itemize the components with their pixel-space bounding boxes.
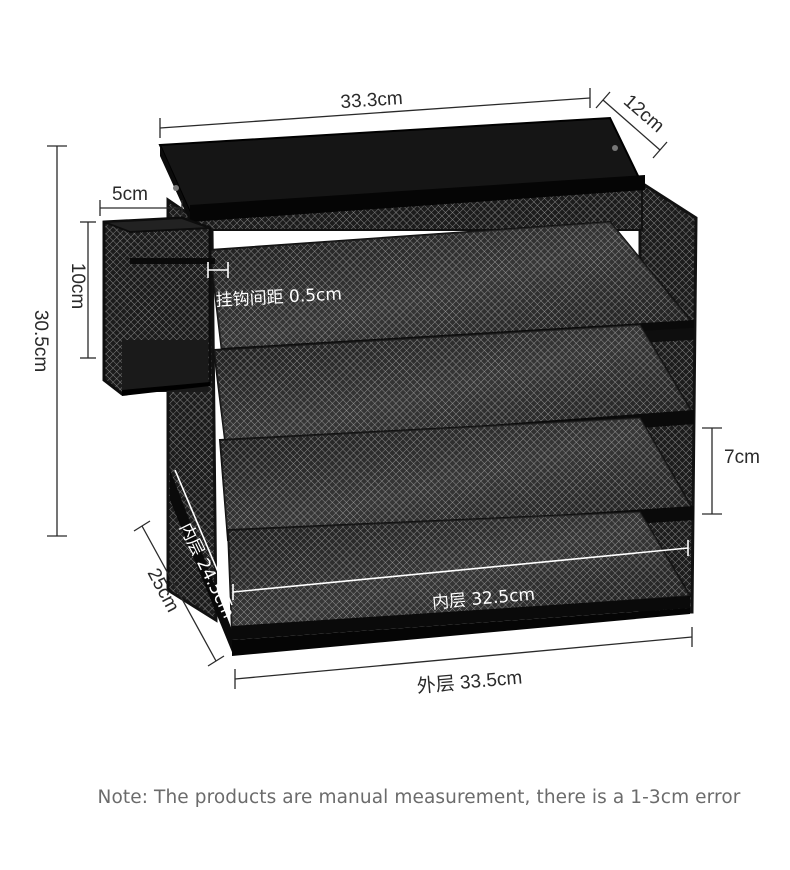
top-width-label: 33.3cm xyxy=(340,88,404,113)
hook-bar xyxy=(130,258,215,264)
tier-height-label: 7cm xyxy=(724,447,760,468)
tray-3 xyxy=(218,416,694,552)
holder-height-label: 10cm xyxy=(67,263,88,309)
depth-top-label: 12cm xyxy=(619,91,668,137)
total-height-label: 30.5cm xyxy=(30,310,51,372)
inner-dimension-lines xyxy=(174,262,689,606)
outer-width-label: 外层 33.5cm xyxy=(416,666,523,697)
top-tray-screw xyxy=(173,185,179,191)
tray-4 xyxy=(170,470,692,656)
top-tray-lip xyxy=(190,175,645,222)
dimension-lines xyxy=(47,88,722,689)
side-holder-basket xyxy=(102,216,215,396)
holder-width-label: 5cm xyxy=(112,184,148,205)
top-tray-screw xyxy=(612,145,618,151)
desk-organizer xyxy=(102,116,698,656)
measurement-note: Note: The products are manual measuremen… xyxy=(97,787,741,808)
